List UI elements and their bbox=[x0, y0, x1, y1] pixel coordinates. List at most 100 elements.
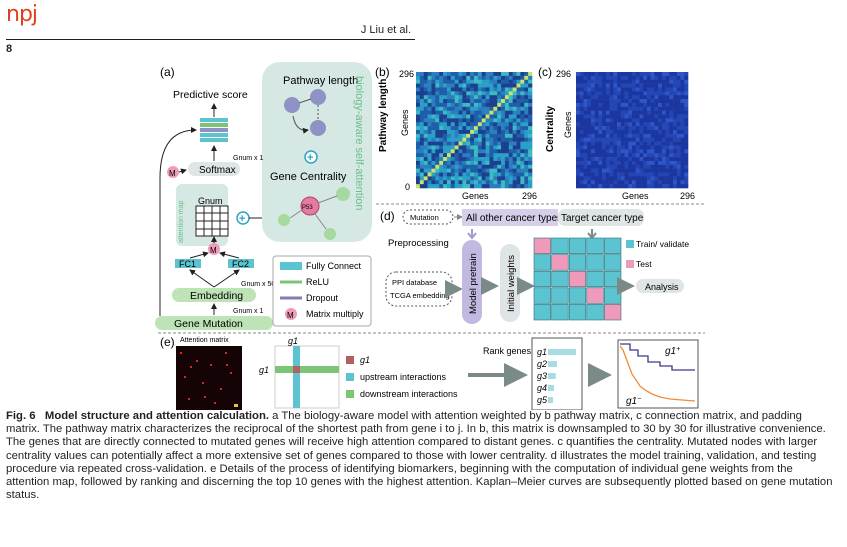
heat-cell bbox=[528, 102, 533, 108]
heat-cell bbox=[454, 184, 459, 189]
heat-cell bbox=[602, 118, 607, 123]
heat-cell bbox=[443, 157, 448, 162]
heat-cell bbox=[435, 83, 440, 88]
heat-cell bbox=[590, 72, 595, 77]
heat-cell bbox=[504, 153, 510, 158]
heat-cell bbox=[628, 164, 633, 169]
heat-cell bbox=[684, 91, 689, 96]
heat-cell bbox=[416, 157, 421, 162]
heat-cell bbox=[669, 72, 674, 77]
heat-cell bbox=[602, 110, 607, 115]
heat-cell bbox=[624, 130, 629, 135]
heat-cell bbox=[613, 122, 618, 127]
heat-cell bbox=[602, 145, 607, 150]
heat-cell bbox=[583, 110, 588, 115]
heat-cell bbox=[485, 184, 490, 189]
heat-cell bbox=[628, 99, 633, 104]
heat-cell bbox=[439, 126, 444, 131]
heat-cell bbox=[520, 126, 525, 131]
heat-cell bbox=[516, 153, 521, 158]
heat-cell bbox=[617, 137, 622, 142]
heat-cell bbox=[609, 102, 614, 108]
heat-cell bbox=[620, 118, 625, 123]
heat-cell bbox=[454, 95, 459, 100]
heat-cell bbox=[497, 106, 502, 111]
heat-cell bbox=[474, 133, 479, 139]
heat-cell bbox=[583, 164, 588, 169]
heat-cell bbox=[624, 83, 629, 88]
heat-cell bbox=[458, 137, 463, 142]
heat-cell bbox=[583, 102, 588, 108]
heat-cell bbox=[643, 95, 648, 100]
heat-cell bbox=[609, 75, 614, 81]
heat-cell bbox=[639, 157, 644, 162]
heat-cell bbox=[617, 184, 622, 189]
heat-cell bbox=[598, 168, 603, 173]
heat-cell bbox=[598, 160, 603, 166]
heat-cell bbox=[416, 137, 421, 142]
heat-cell bbox=[643, 72, 648, 77]
heat-cell bbox=[431, 141, 436, 146]
heat-cell bbox=[676, 75, 681, 81]
heat-cell bbox=[504, 102, 510, 108]
heat-cell bbox=[602, 130, 607, 135]
heat-cell bbox=[462, 172, 467, 177]
heat-cell bbox=[620, 133, 625, 139]
heat-cell bbox=[684, 102, 689, 108]
heat-cell bbox=[587, 110, 592, 115]
heat-cell bbox=[598, 87, 603, 92]
heat-cell bbox=[450, 176, 455, 181]
heat-cell bbox=[635, 72, 640, 77]
heat-cell bbox=[680, 91, 685, 96]
embedding-label: Embedding bbox=[190, 290, 243, 302]
heat-cell bbox=[639, 75, 644, 81]
heat-cell bbox=[669, 141, 674, 146]
heat-cell bbox=[481, 145, 486, 150]
heat-cell bbox=[646, 118, 651, 123]
heat-cell bbox=[624, 91, 629, 96]
heat-cell bbox=[458, 122, 463, 127]
heat-cell bbox=[579, 99, 584, 104]
caption-fig-number: Fig. 6 bbox=[6, 410, 36, 422]
heat-cell bbox=[661, 87, 666, 92]
heat-cell bbox=[528, 75, 533, 81]
heat-cell bbox=[583, 118, 588, 123]
heat-cell bbox=[520, 137, 525, 142]
heat-cell bbox=[454, 114, 459, 119]
heat-cell bbox=[628, 87, 633, 92]
heat-cell bbox=[416, 114, 421, 119]
heat-cell bbox=[624, 141, 629, 146]
heat-cell bbox=[609, 122, 614, 127]
heat-cell bbox=[512, 137, 517, 142]
heat-cell bbox=[609, 149, 614, 154]
heat-cell bbox=[680, 126, 685, 131]
heat-cell bbox=[646, 99, 651, 104]
predictive-score-label: Predictive score bbox=[173, 89, 248, 101]
heat-cell bbox=[470, 99, 475, 104]
heat-cell bbox=[462, 87, 467, 92]
heat-cell bbox=[602, 79, 607, 84]
heat-cell bbox=[485, 99, 490, 104]
heat-cell bbox=[669, 75, 674, 81]
heat-cell bbox=[665, 145, 670, 150]
heat-cell bbox=[524, 72, 529, 77]
heat-cell bbox=[462, 118, 467, 123]
heat-cell bbox=[665, 83, 670, 88]
heat-cell bbox=[431, 149, 436, 154]
heat-cell bbox=[605, 106, 610, 111]
heat-cell bbox=[654, 133, 659, 139]
heat-cell bbox=[646, 153, 651, 158]
heat-cell bbox=[680, 149, 685, 154]
heat-cell bbox=[624, 114, 629, 119]
heat-cell bbox=[497, 130, 502, 135]
heat-cell bbox=[669, 145, 674, 150]
heat-cell bbox=[423, 122, 428, 127]
heat-cell bbox=[673, 106, 678, 111]
heat-cell bbox=[423, 95, 428, 100]
heat-cell bbox=[520, 133, 525, 139]
heat-cell bbox=[520, 176, 525, 181]
heat-cell bbox=[643, 145, 648, 150]
softmax-box bbox=[188, 162, 240, 176]
heat-cell bbox=[658, 99, 663, 104]
analysis-box bbox=[636, 279, 684, 293]
